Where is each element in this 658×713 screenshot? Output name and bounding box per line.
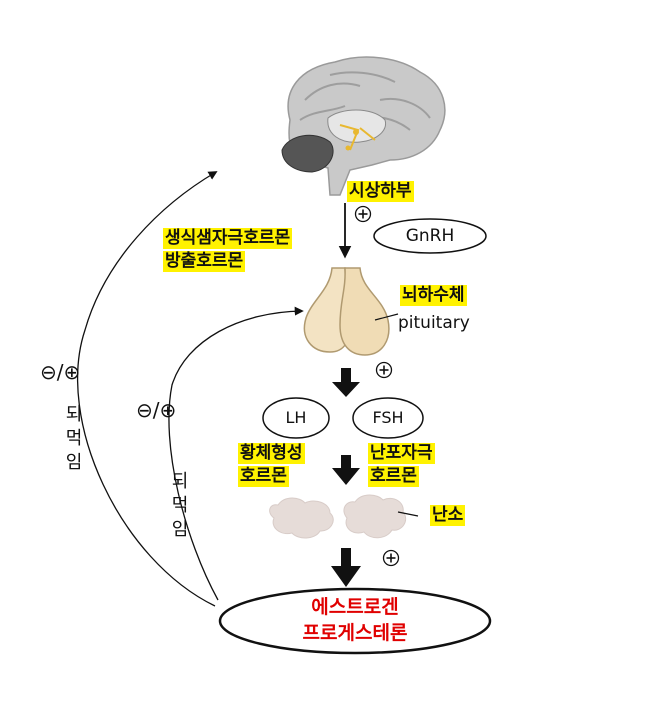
plus-sign-pituitary bbox=[375, 361, 393, 379]
fsh-ellipse bbox=[352, 397, 424, 439]
ovary-illustration bbox=[269, 494, 407, 539]
label-progesterone: 프로게스테론 bbox=[302, 622, 408, 644]
ovary-pointer-line bbox=[397, 511, 419, 517]
label-gnrh: GnRH bbox=[405, 226, 455, 246]
label-pituitary-english: pituitary bbox=[398, 313, 470, 333]
feedback-arrow-outer bbox=[76, 171, 218, 607]
label-fsh-korean-line2: 호르몬 bbox=[368, 466, 419, 487]
feedback-char: 임 bbox=[65, 452, 83, 473]
lh-ellipse bbox=[262, 397, 330, 439]
gnrh-ellipse bbox=[373, 218, 487, 254]
feedback-sign-inner: ⊖/⊕ bbox=[136, 398, 177, 422]
label-estrogen: 에스트로겐 bbox=[311, 596, 399, 618]
hormone-ellipse bbox=[218, 587, 492, 655]
feedback-label-outer: 되 먹 임 bbox=[62, 403, 86, 475]
label-gnrh-korean-line1: 생식샘자극호르몬 bbox=[163, 228, 293, 249]
label-gnrh-korean-line2: 방출호르몬 bbox=[163, 251, 246, 272]
label-pituitary-korean: 뇌하수체 bbox=[400, 285, 467, 306]
label-hypothalamus: 시상하부 bbox=[347, 181, 414, 202]
brain-illustration bbox=[281, 56, 446, 196]
feedback-arrow-inner bbox=[168, 306, 304, 601]
pituitary-pointer-line bbox=[374, 313, 399, 321]
label-lh-korean-line1: 황체형성 bbox=[238, 443, 305, 464]
feedback-char: 되 bbox=[65, 404, 83, 425]
thick-arrow-ovary bbox=[331, 548, 361, 587]
plus-sign-ovary bbox=[382, 549, 400, 567]
feedback-char: 되 bbox=[171, 471, 189, 492]
feedback-sign-outer: ⊖/⊕ bbox=[40, 360, 81, 384]
label-lh-korean-line2: 호르몬 bbox=[238, 466, 289, 487]
feedback-label-inner: 되 먹 임 bbox=[168, 470, 192, 542]
label-ovary: 난소 bbox=[430, 505, 466, 526]
feedback-char: 임 bbox=[171, 519, 189, 540]
label-lh: LH bbox=[285, 408, 307, 427]
pituitary-illustration bbox=[303, 267, 390, 356]
label-fsh: FSH bbox=[372, 408, 404, 427]
feedback-char: 먹 bbox=[65, 428, 83, 449]
thick-arrow-lh-fsh bbox=[332, 455, 360, 485]
label-fsh-korean-line1: 난포자극 bbox=[368, 443, 435, 464]
thick-arrow-pituitary bbox=[332, 368, 360, 397]
feedback-char: 먹 bbox=[171, 495, 189, 516]
plus-sign-gnrh bbox=[354, 205, 372, 223]
